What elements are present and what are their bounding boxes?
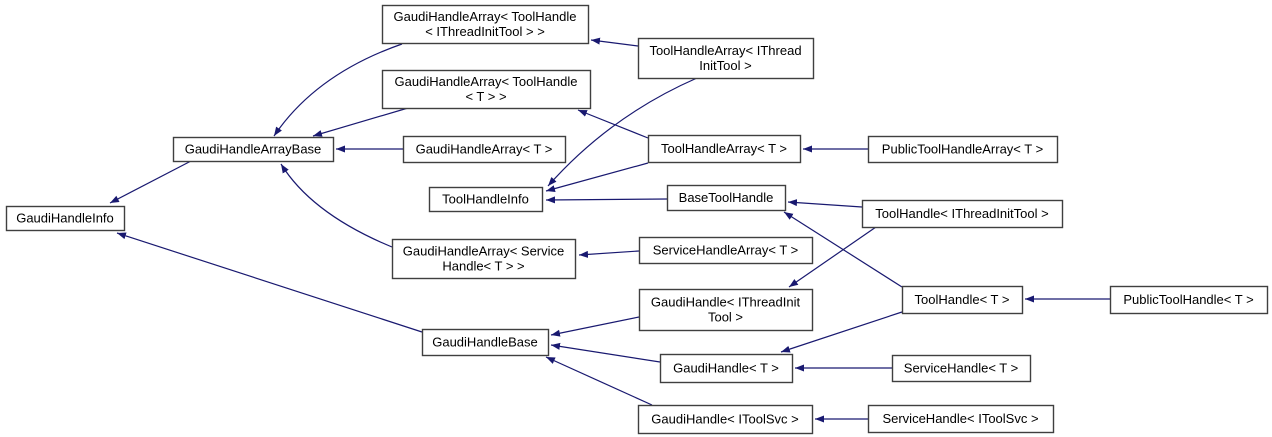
inheritance-edge-n20-n17 (545, 356, 653, 406)
class-node-label: GaudiHandleBase (432, 335, 538, 350)
inheritance-edge-n2-n8 (547, 77, 698, 187)
class-node-n16[interactable]: PublicToolHandle< T > (1109, 285, 1269, 315)
class-node-box (647, 134, 802, 164)
class-node-box (861, 199, 1064, 229)
inheritance-edge-n6-n3 (577, 109, 649, 139)
class-node-n13[interactable]: ServiceHandleArray< T > (638, 236, 814, 265)
class-node-n4[interactable]: GaudiHandleArrayBase (172, 136, 335, 163)
class-node-label: ToolHandle< T > (915, 292, 1010, 307)
class-node-box (659, 353, 794, 384)
class-node-box (172, 136, 335, 163)
class-node-label: < T > > (465, 89, 506, 104)
class-node-label: ServiceHandleArray< T > (653, 243, 798, 258)
class-node-box (421, 328, 550, 357)
class-node-n20[interactable]: GaudiHandle< IToolSvc > (637, 404, 814, 435)
class-node-n8[interactable]: ToolHandleInfo (428, 186, 544, 213)
class-node-n10[interactable]: ToolHandle< IThreadInitTool > (861, 199, 1064, 229)
class-node-label: Handle< T > > (442, 259, 524, 274)
class-node-box (901, 285, 1024, 315)
class-node-label: ToolHandleInfo (442, 192, 529, 207)
class-node-box (381, 4, 590, 45)
class-node-box (638, 236, 814, 265)
inheritance-edge-n10-n14 (788, 226, 877, 288)
class-node-label: InitTool > (699, 58, 751, 73)
class-node-n18[interactable]: GaudiHandle< T > (659, 353, 794, 384)
inheritance-edge-n13-n12 (578, 250, 640, 258)
inheritance-edge-n10-n9 (787, 199, 863, 208)
class-node-label: ToolHandleArray< IThread (649, 43, 801, 58)
class-node-label: BaseToolHandle (679, 190, 774, 205)
class-node-label: ToolHandle< IThreadInitTool > (875, 206, 1048, 221)
class-node-label: GaudiHandleArray< Service (403, 244, 565, 259)
class-node-box (402, 135, 567, 164)
class-node-label: PublicToolHandleArray< T > (882, 142, 1043, 157)
class-node-n7[interactable]: PublicToolHandleArray< T > (867, 135, 1059, 164)
class-node-label: GaudiHandleArray< ToolHandle (394, 9, 577, 24)
class-node-box (5, 205, 126, 232)
inheritance-edge-n3-n4 (312, 107, 409, 137)
class-node-label: GaudiHandle< T > (673, 361, 779, 376)
class-node-box (428, 186, 544, 213)
class-node-n17[interactable]: GaudiHandleBase (421, 328, 550, 357)
class-node-n1[interactable]: GaudiHandleArray< ToolHandle< IThreadIni… (381, 4, 590, 45)
class-node-box (637, 404, 814, 435)
class-node-box (637, 37, 815, 80)
inheritance-edge-n9-n8 (545, 196, 668, 204)
class-node-n6[interactable]: ToolHandleArray< T > (647, 134, 802, 164)
class-node-label: ToolHandleArray< T > (661, 141, 787, 156)
class-node-label: PublicToolHandle< T > (1123, 292, 1253, 307)
inheritance-edge-n15-n18 (780, 311, 903, 353)
class-node-box (1109, 285, 1269, 315)
class-node-label: GaudiHandleArray< T > (416, 142, 553, 157)
inheritance-edge-n2-n1 (590, 37, 639, 47)
class-node-box (867, 135, 1059, 164)
class-node-n12[interactable]: GaudiHandleArray< ServiceHandle< T > > (391, 238, 577, 280)
class-node-box (666, 184, 787, 212)
class-node-n15[interactable]: ToolHandle< T > (901, 285, 1024, 315)
class-node-label: ServiceHandle< T > (904, 361, 1018, 376)
class-node-label: GaudiHandleArray< ToolHandle (395, 74, 578, 89)
inheritance-edge-n4-n11 (109, 160, 192, 204)
class-node-n11[interactable]: GaudiHandleInfo (5, 205, 126, 232)
class-node-label: GaudiHandleArrayBase (185, 142, 322, 157)
class-node-label: GaudiHandle< IThreadInit (651, 295, 801, 310)
class-node-n19[interactable]: ServiceHandle< T > (891, 354, 1032, 383)
class-node-box (867, 404, 1055, 434)
class-node-box (891, 354, 1032, 383)
inheritance-edge-n14-n17 (550, 316, 640, 337)
class-node-n2[interactable]: ToolHandleArray< IThreadInitTool > (637, 37, 815, 80)
class-node-label: < IThreadInitTool > > (425, 24, 545, 39)
class-node-box (638, 288, 814, 332)
inheritance-edge-n1-n4 (273, 43, 403, 137)
inheritance-edge-n17-n11 (116, 232, 423, 333)
class-node-n14[interactable]: GaudiHandle< IThreadInitTool > (638, 288, 814, 332)
class-node-box (391, 238, 577, 280)
class-node-n3[interactable]: GaudiHandleArray< ToolHandle< T > > (381, 69, 592, 110)
inheritance-edge-n12-n4 (280, 163, 393, 248)
class-node-box (381, 69, 592, 110)
class-node-label: GaudiHandleInfo (16, 211, 114, 226)
class-node-label: Tool > (708, 310, 743, 325)
class-node-n21[interactable]: ServiceHandle< IToolSvc > (867, 404, 1055, 434)
inheritance-edge-n18-n17 (550, 342, 661, 363)
class-node-n9[interactable]: BaseToolHandle (666, 184, 787, 212)
class-node-label: ServiceHandle< IToolSvc > (882, 411, 1038, 426)
class-node-label: GaudiHandle< IToolSvc > (651, 412, 798, 427)
class-node-n5[interactable]: GaudiHandleArray< T > (402, 135, 567, 164)
inheritance-edge-n6-n8 (545, 162, 649, 192)
